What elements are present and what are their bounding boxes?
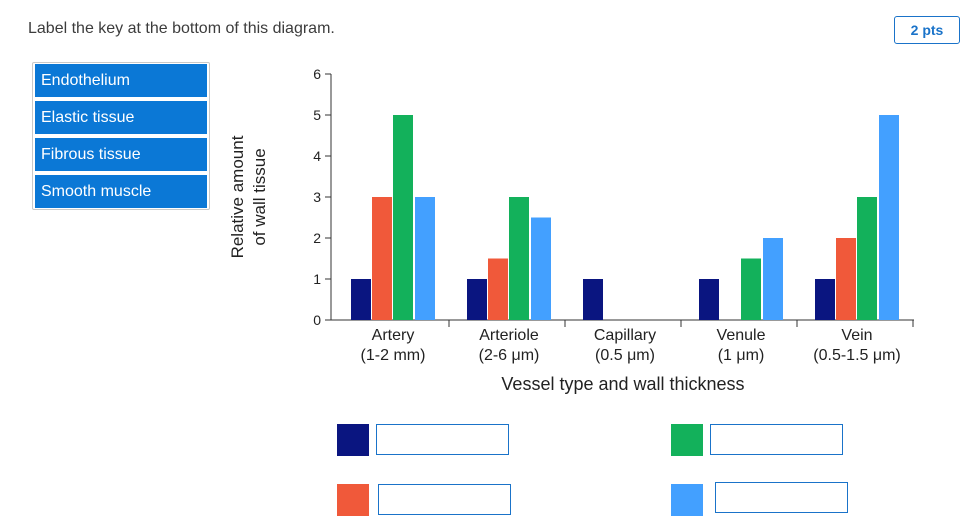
bar bbox=[488, 258, 508, 320]
key-drop-zone-green[interactable] bbox=[710, 424, 843, 455]
bar bbox=[763, 238, 783, 320]
label-endothelium[interactable]: Endothelium bbox=[35, 64, 207, 97]
x-tick-label: Vein bbox=[841, 327, 872, 344]
x-tick-label: Capillary bbox=[594, 327, 656, 344]
y-tick-label: 4 bbox=[313, 148, 321, 164]
x-tick-label: Arteriole bbox=[479, 327, 539, 344]
bar bbox=[467, 279, 487, 320]
key-swatch-navy bbox=[337, 424, 369, 456]
bar bbox=[415, 197, 435, 320]
key-drop-zone-navy[interactable] bbox=[376, 424, 509, 455]
y-axis-label: Relative amount bbox=[228, 135, 247, 258]
y-tick-label: 6 bbox=[313, 66, 321, 82]
y-tick-label: 3 bbox=[313, 189, 321, 205]
bar bbox=[393, 115, 413, 320]
y-tick-label: 2 bbox=[313, 230, 321, 246]
bar bbox=[741, 258, 761, 320]
bar bbox=[857, 197, 877, 320]
bar bbox=[879, 115, 899, 320]
x-tick-sublabel: (2-6 μm) bbox=[479, 347, 540, 364]
y-tick-label: 1 bbox=[313, 271, 321, 287]
x-tick-sublabel: (1 μm) bbox=[718, 347, 765, 364]
label-bank: Endothelium Elastic tissue Fibrous tissu… bbox=[32, 62, 210, 210]
key-swatch-blue bbox=[671, 484, 703, 516]
label-fibrous-tissue[interactable]: Fibrous tissue bbox=[35, 138, 207, 171]
x-tick-label: Artery bbox=[372, 327, 415, 344]
x-axis-label: Vessel type and wall thickness bbox=[501, 374, 744, 394]
label-elastic-tissue[interactable]: Elastic tissue bbox=[35, 101, 207, 134]
bar bbox=[836, 238, 856, 320]
bar bbox=[372, 197, 392, 320]
bar bbox=[815, 279, 835, 320]
bar bbox=[531, 217, 551, 320]
key-swatch-green bbox=[671, 424, 703, 456]
y-tick-label: 0 bbox=[313, 312, 321, 328]
y-axis-label: of wall tissue bbox=[250, 148, 269, 245]
key-drop-zone-blue[interactable] bbox=[715, 482, 848, 513]
points-badge: 2 pts bbox=[894, 16, 960, 44]
label-smooth-muscle[interactable]: Smooth muscle bbox=[35, 175, 207, 208]
x-tick-sublabel: (0.5 μm) bbox=[595, 347, 655, 364]
x-tick-label: Venule bbox=[717, 327, 766, 344]
y-tick-label: 5 bbox=[313, 107, 321, 123]
bar bbox=[699, 279, 719, 320]
question-text: Label the key at the bottom of this diag… bbox=[28, 20, 335, 37]
key-drop-zone-red[interactable] bbox=[378, 484, 511, 515]
x-tick-sublabel: (0.5-1.5 μm) bbox=[813, 347, 900, 364]
bar bbox=[583, 279, 603, 320]
key-swatch-red bbox=[337, 484, 369, 516]
bar bbox=[351, 279, 371, 320]
bar bbox=[509, 197, 529, 320]
x-tick-sublabel: (1-2 mm) bbox=[361, 347, 426, 364]
